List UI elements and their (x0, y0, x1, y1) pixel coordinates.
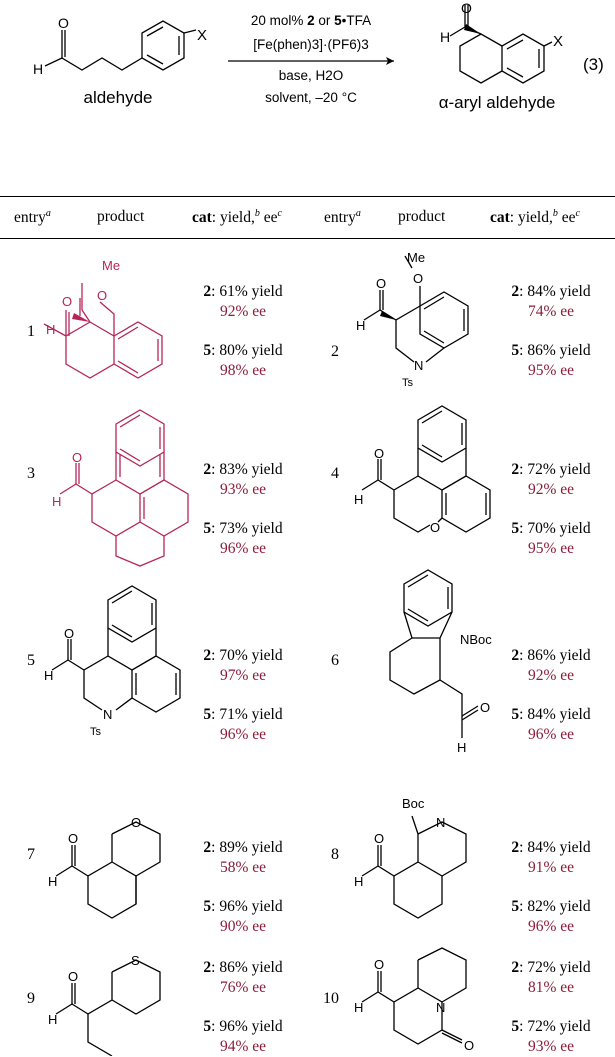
entry-number: 9 (27, 990, 35, 1007)
entry-number: 4 (331, 465, 339, 482)
structure-entry-1 (43, 283, 163, 379)
structure-label-s: S (131, 953, 140, 968)
entry-number: 3 (27, 465, 35, 482)
entry-number: 8 (331, 846, 339, 863)
structure-label-o: O (374, 957, 384, 972)
structure-label-o: O (413, 271, 423, 286)
structure-label-o: O (97, 288, 107, 303)
structure-label-h: H (44, 668, 53, 683)
table-top-rule (0, 196, 615, 197)
result-block-entry-5: 2: 70% yield 97% ee 5: 71% yield 96% ee (203, 647, 283, 743)
structure-label-n: N (103, 707, 112, 722)
conditions-line-4: solvent, –20 °C (265, 90, 357, 105)
structure-label-h: H (354, 492, 363, 507)
header-cat-1: cat: yield,b eec (192, 208, 282, 227)
structure-label-h: H (46, 322, 55, 337)
structure-label-ts: Ts (90, 726, 102, 738)
reactant-chain (61, 30, 143, 71)
structure-entry-6 (389, 569, 479, 738)
structure-label-ts: Ts (402, 377, 414, 389)
structure-label-o: O (480, 700, 490, 715)
result-block-entry-2: 2: 84% yield 74% ee 5: 86% yield 95% ee (511, 283, 591, 379)
structure-label-o: O (68, 831, 78, 846)
structure-label-o: O (464, 1038, 474, 1053)
reaction-scheme: O H X aldehyde 20 mol% 2 or 5•TFA [Fe(ph… (33, 0, 604, 112)
result-block-entry-10: 2: 72% yield 81% ee 5: 72% yield 93% ee (511, 959, 591, 1055)
structure-label-h: H (48, 1012, 57, 1027)
atom-o: O (58, 15, 69, 31)
product-label: α-aryl aldehyde (439, 93, 556, 112)
entry-number: 10 (323, 990, 339, 1007)
structure-entry-9 (55, 959, 161, 1056)
product-atom-o: O (461, 0, 472, 16)
product-atom-h: H (440, 29, 450, 45)
structure-label-h: H (52, 494, 61, 509)
result-block-entry-3: 2: 83% yield 93% ee 5: 73% yield 96% ee (203, 461, 283, 557)
result-block-entry-4: 2: 72% yield 92% ee 5: 70% yield 95% ee (511, 461, 591, 557)
header-product-2: product (398, 208, 446, 225)
header-entry-1: entrya (14, 208, 51, 227)
structure-label-h: H (48, 874, 57, 889)
structure-entry-8 (361, 815, 467, 919)
structure-label-h: H (356, 318, 365, 333)
structure-label-h: H (354, 874, 363, 889)
structure-label-n: N (436, 1000, 445, 1015)
reactant-structure (44, 20, 197, 71)
entry-number: 5 (27, 652, 35, 669)
structure-label-n: N (414, 358, 423, 373)
structure-entry-5 (51, 585, 181, 713)
structure-label-me: Me (407, 250, 425, 265)
structure-entry-10 (361, 947, 467, 1045)
entry-number: 7 (27, 846, 35, 863)
header-cat-2: cat: yield,b eec (490, 208, 580, 227)
structure-label-o: O (68, 969, 78, 984)
wedge-bond (72, 313, 90, 322)
structure-label-o: O (374, 831, 384, 846)
conditions-line-3: base, H2O (279, 68, 344, 83)
entry-number: 1 (27, 323, 35, 340)
table-header-rule (0, 238, 615, 239)
conditions-line-1: 20 mol% 2 or 5•TFA (251, 13, 371, 28)
result-block-entry-1: 2: 61% yield 92% ee 5: 80% yield 98% ee (203, 283, 283, 379)
structure-label-o: O (62, 294, 72, 309)
entry-number: 2 (331, 343, 339, 360)
product-atom-x: X (553, 33, 563, 50)
structure-entry-4 (361, 405, 491, 533)
structure-entry-3 (59, 409, 189, 567)
result-block-entry-8: 2: 84% yield 91% ee 5: 82% yield 96% ee (511, 839, 591, 935)
conditions-line-2: [Fe(phen)3]·(PF6)3 (253, 37, 369, 52)
structure-label-o: O (430, 520, 440, 535)
structure-entry-7 (55, 821, 161, 919)
entry-number: 6 (331, 652, 339, 669)
result-block-entry-9: 2: 86% yield 76% ee 5: 96% yield 94% ee (203, 959, 283, 1055)
structure-label-nboc: NBoc (460, 632, 492, 647)
structure-label-me: Me (102, 258, 120, 273)
structure-label-o: O (374, 446, 384, 461)
structure-label-h: H (457, 740, 466, 755)
result-block-entry-6: 2: 86% yield 92% ee 5: 84% yield 96% ee (511, 647, 591, 743)
structure-label-boc: Boc (402, 796, 425, 811)
structure-label-h: H (354, 1000, 363, 1015)
header-product-1: product (97, 208, 145, 225)
atom-h: H (33, 61, 43, 77)
structure-label-o: O (64, 626, 74, 641)
equation-number: (3) (583, 55, 604, 74)
atom-x: X (197, 27, 207, 44)
reactant-label: aldehyde (83, 88, 152, 107)
header-entry-2: entrya (324, 208, 361, 227)
structure-label-o: O (72, 450, 82, 465)
structure-label-n: N (436, 815, 445, 830)
result-block-entry-7: 2: 89% yield 58% ee 5: 96% yield 90% ee (203, 839, 283, 935)
structure-label-o: O (376, 276, 386, 291)
structure-label-o: O (131, 815, 141, 830)
